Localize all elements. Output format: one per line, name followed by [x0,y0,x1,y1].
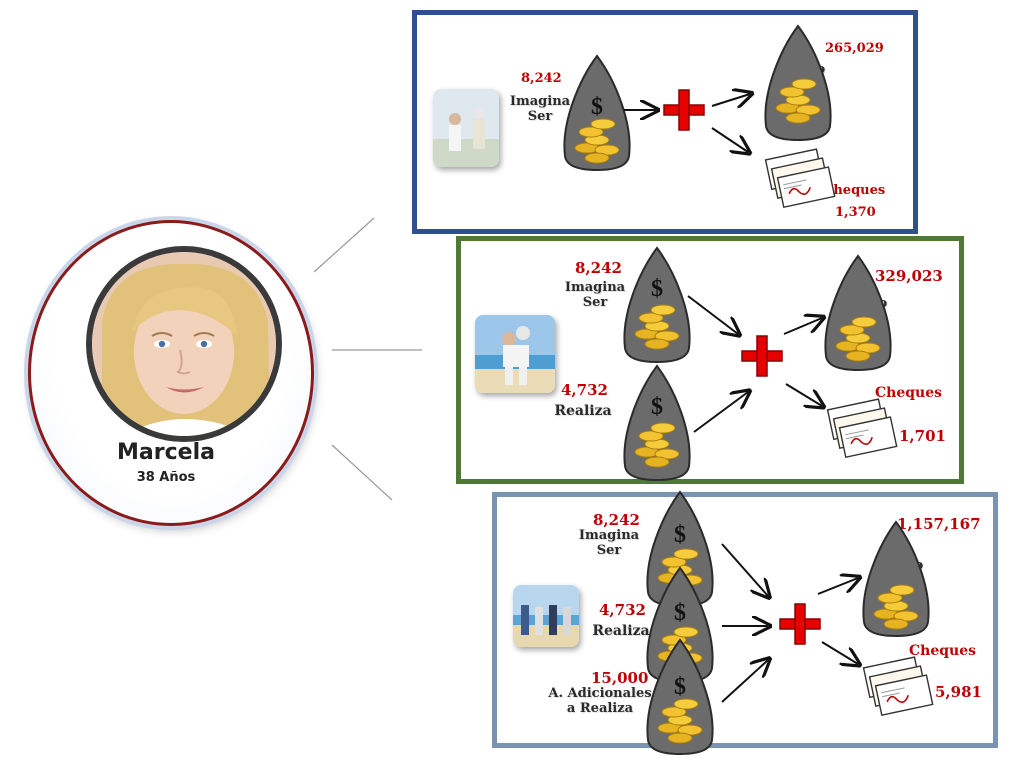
couple-walking-photo [433,89,499,167]
profile-age: 38 Años [136,470,196,485]
p1-input-bag-icon [563,55,631,171]
plus-icon [741,335,783,377]
p2-input-1-label: Imagina Ser [557,280,633,311]
p2-input-1-label-line1: Imagina [564,280,626,295]
avatar [86,246,282,442]
portrait-image [92,252,276,436]
p3-input-3-label-line1: A. Adicionales [548,686,652,701]
p1-arrow-to-cheques [711,127,748,152]
plus-icon [779,603,821,645]
p3-arrow-3 [721,660,768,703]
p3-input-3-label: A. Adicionales a Realiza [541,686,659,717]
p2-input-1-label-line2: Ser [582,294,608,310]
p3-arrow-to-cheques [821,641,858,664]
p1-input-label-line1: Imagina [509,94,571,109]
p3-input-1-label-line1: Imagina [578,528,640,543]
p3-cheques-label: Cheques [909,643,976,659]
p3-fund-bag-icon [862,521,930,637]
connector-bottom [331,444,393,501]
p3-cheques-value: 5,981 [935,683,982,701]
p1-input-value: 8,242 [521,71,562,86]
p3-input-2-value: 4,732 [599,601,646,619]
group-beach-photo [513,585,579,647]
plus-icon [663,89,705,131]
p1-input-label-line2: Ser [527,108,553,124]
p2-input-2-bag-icon [623,365,691,481]
p2-input-1-value: 8,242 [575,259,622,277]
p2-cheque-icon [826,398,898,458]
p2-arrow-to-cheques [785,383,822,406]
profile-name: Marcela [117,440,215,465]
p1-cheque-icon [764,148,836,208]
p2-input-1-bag-icon [623,247,691,363]
connector-top [313,217,375,273]
p3-input-1-value: 8,242 [593,511,640,529]
p3-fund-value: 1,157,167 [897,515,981,533]
p3-input-3-label-line2: a Realiza [566,700,634,716]
p2-fund-bag-icon [824,255,892,371]
p3-arrow-1 [721,543,768,596]
p2-arrow-2 [693,392,748,433]
p3-input-1-label-line2: Ser [596,542,622,558]
p3-input-1-label: Imagina Ser [571,528,647,559]
p3-cheque-icon [862,656,934,716]
p1-cheques-value: 1,370 [835,205,876,220]
p1-fund-value: 265,029 [825,41,884,56]
p2-input-2-label: Realiza [554,403,612,419]
p1-input-label: Imagina Ser [505,94,575,125]
p2-arrow-to-fund [783,318,822,335]
p2-fund-value: 329,023 [875,267,943,285]
p1-fund-bag-icon [764,25,832,141]
p2-cheques-value: 1,701 [899,427,946,445]
p2-arrow-1 [687,295,738,334]
p2-input-2-value: 4,732 [561,381,608,399]
p3-input-2-label: Realiza [592,623,650,639]
couple-beach-photo [475,315,555,393]
p3-input-3-value: 15,000 [591,669,649,687]
p1-cheques-label: Cheques [823,183,886,198]
p3-arrow-to-fund [817,578,858,595]
p2-cheques-label: Cheques [875,385,942,401]
p1-arrow-to-fund [711,94,750,106]
